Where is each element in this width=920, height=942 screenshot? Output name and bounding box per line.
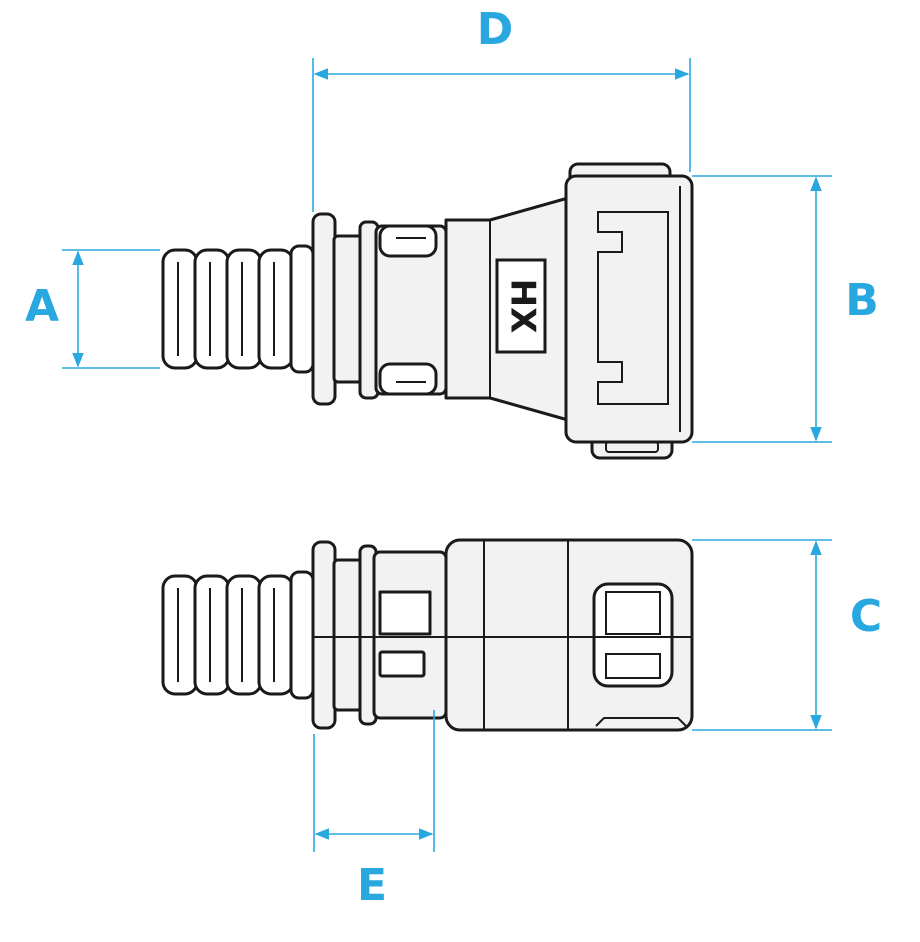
top-view: HX <box>161 162 694 460</box>
dimension-lines <box>62 58 832 852</box>
corrugated-tube-top <box>161 244 315 374</box>
dimension-labels: A B C D E <box>25 4 882 911</box>
hx-logo: HX <box>495 258 547 354</box>
dimension-label-a: A <box>25 281 59 332</box>
collar-top <box>311 212 337 406</box>
svg-text:HX: HX <box>503 279 543 334</box>
collar-bottom <box>311 540 337 730</box>
dimension-label-c: C <box>850 591 882 642</box>
dimension-label-d: D <box>477 4 514 55</box>
corrugated-tube-bottom <box>161 570 315 700</box>
dimension-label-e: E <box>357 860 387 911</box>
dimension-label-b: B <box>845 275 879 326</box>
head-top <box>564 174 694 444</box>
bottom-view <box>161 538 694 732</box>
